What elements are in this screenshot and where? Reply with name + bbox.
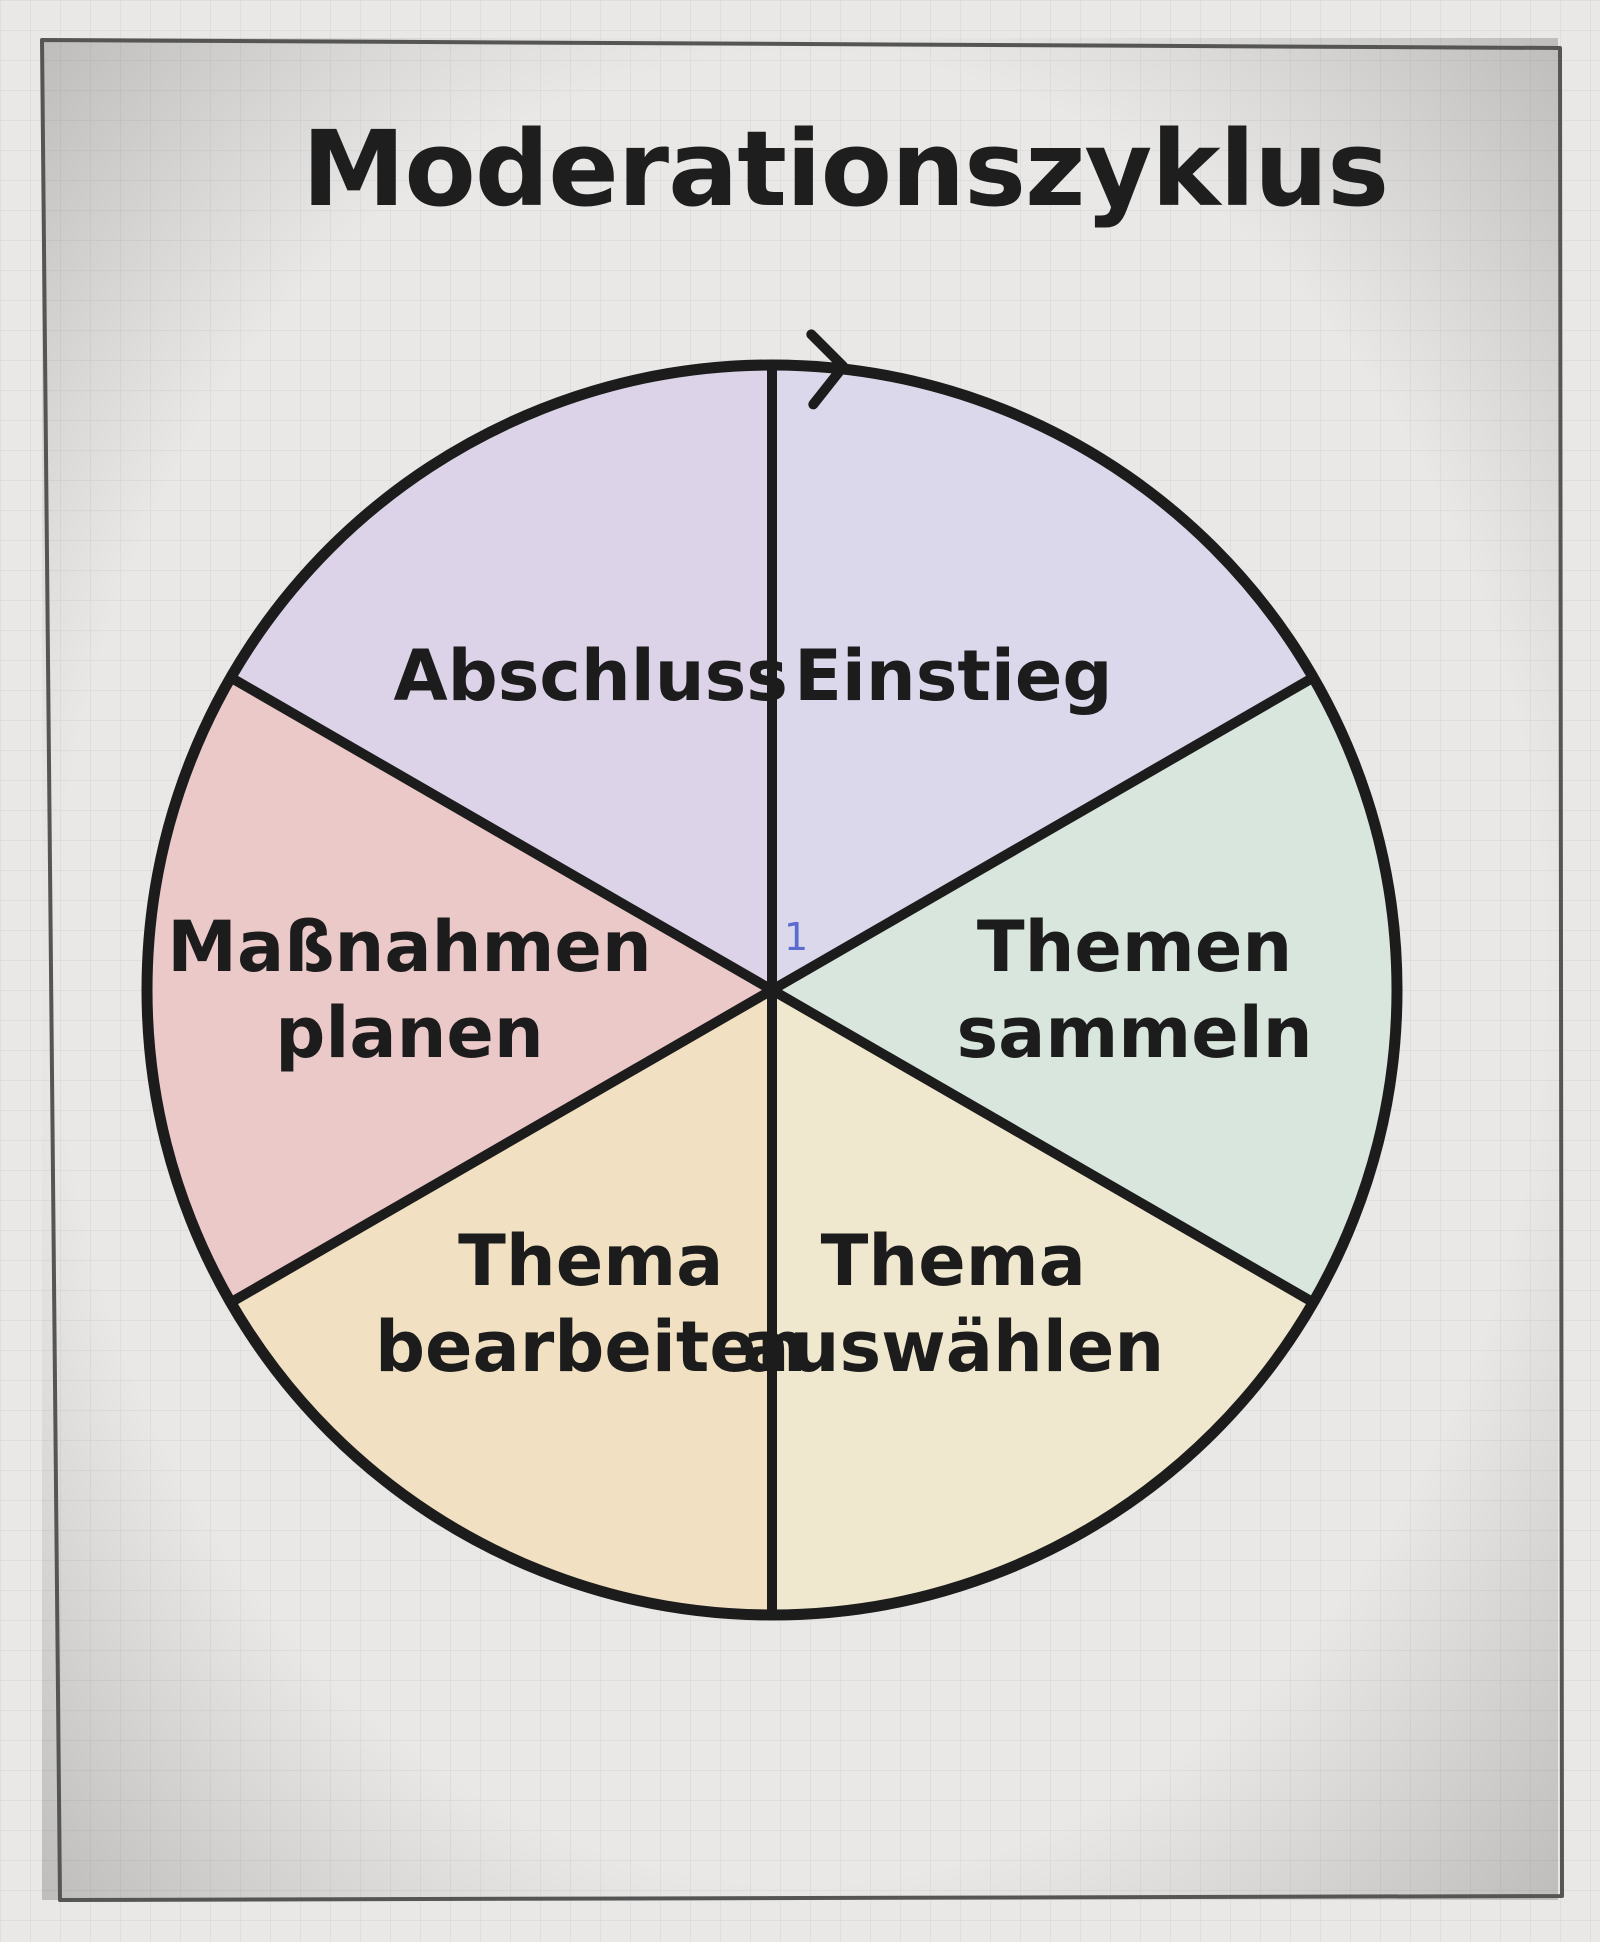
segment-label-planen-1: Maßnahmen bbox=[167, 906, 651, 988]
segment-planen bbox=[146, 677, 772, 1303]
divider-line bbox=[767, 985, 1319, 1308]
segment-label-sammeln-1: Themen bbox=[977, 906, 1292, 988]
segment-dividers bbox=[225, 360, 1319, 1620]
segment-label-bearbeiten-1: Thema bbox=[458, 1220, 723, 1302]
segment-label-planen-2: planen bbox=[275, 992, 543, 1074]
segment-label-auswaehlen-2: auswählen bbox=[742, 1306, 1164, 1388]
segment-label-abschluss: Abschluss bbox=[393, 635, 787, 717]
divider-line bbox=[767, 672, 1319, 995]
hand-drawn-frame bbox=[40, 38, 1564, 1902]
direction-arrow-icon bbox=[806, 329, 849, 410]
cycle-outline bbox=[141, 359, 1403, 1621]
divider-line bbox=[225, 672, 777, 995]
segment-sammeln bbox=[772, 677, 1398, 1303]
diagram-title: Moderationszyklus bbox=[302, 108, 1388, 230]
start-marker: 1 bbox=[784, 915, 808, 959]
segment-label-einstieg: Einstieg bbox=[794, 635, 1112, 717]
segment-labels: EinstiegThemensammelnThemaauswählenThema… bbox=[167, 635, 1312, 1388]
segment-label-bearbeiten-2: bearbeiten bbox=[375, 1306, 807, 1388]
divider-line bbox=[225, 985, 777, 1308]
segment-label-sammeln-2: sammeln bbox=[956, 992, 1312, 1074]
segment-label-auswaehlen-1: Thema bbox=[821, 1220, 1086, 1302]
